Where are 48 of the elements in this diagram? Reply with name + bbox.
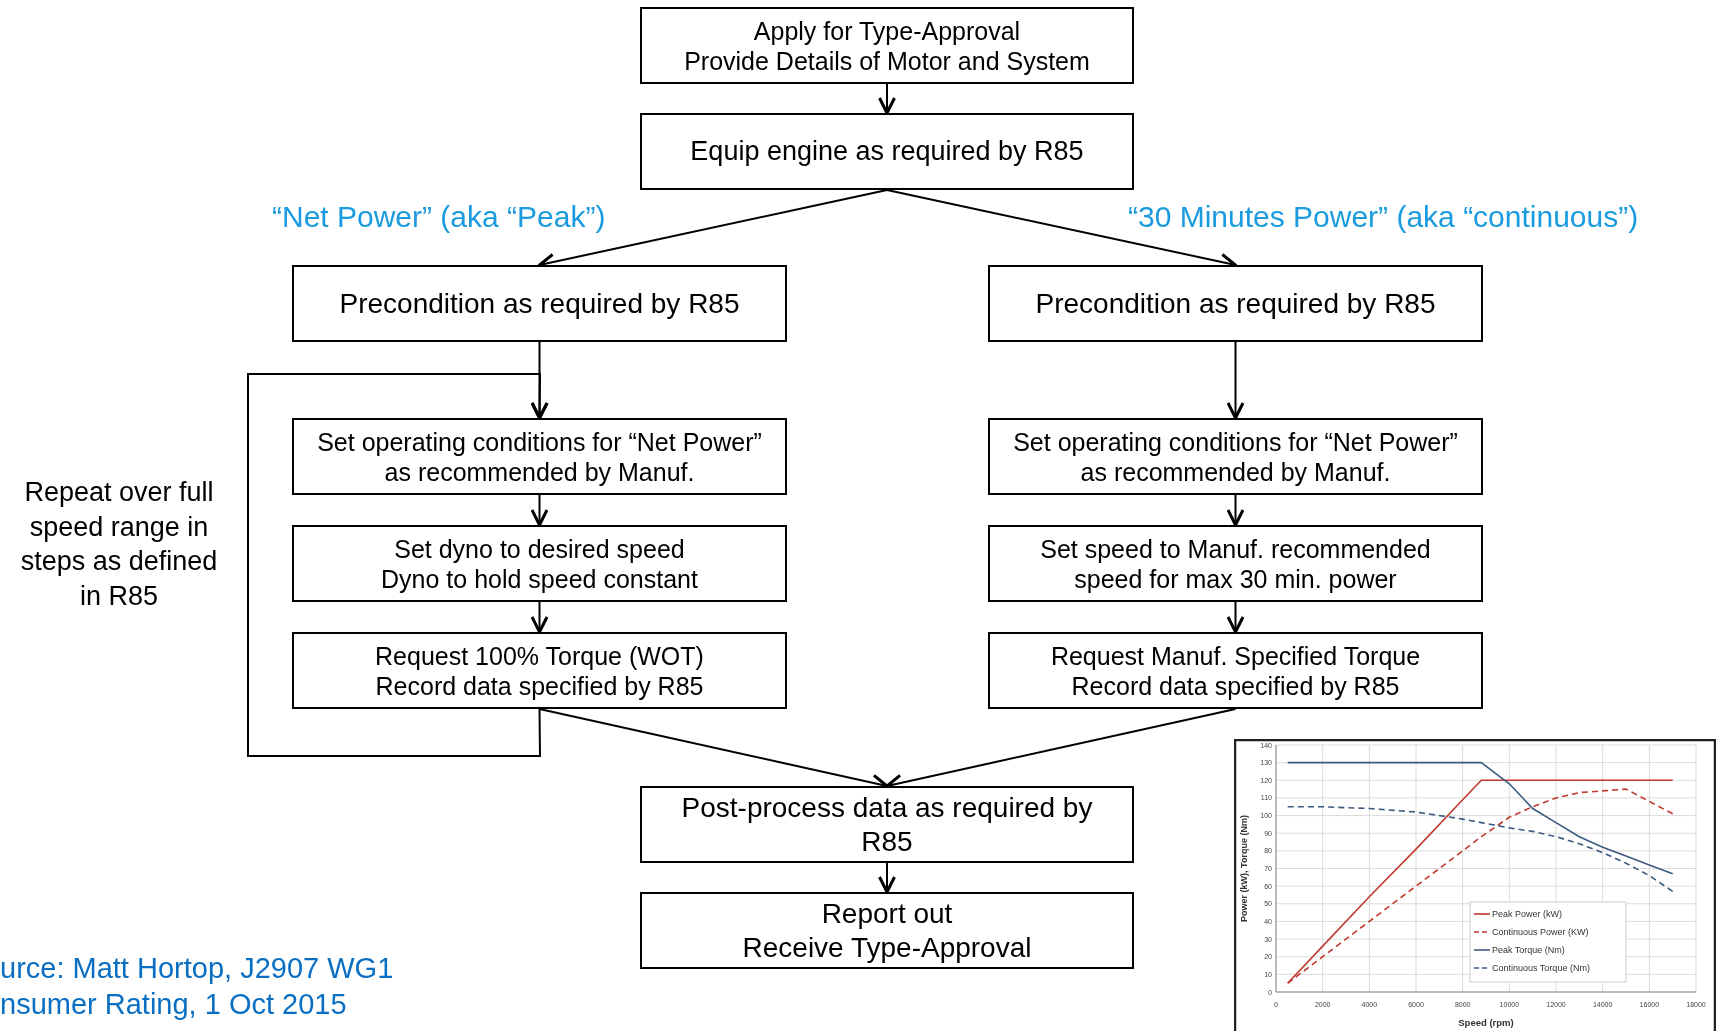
axis-title: Speed (rpm) (1458, 1017, 1514, 1028)
arrow (247, 373, 549, 757)
legend-text: Peak Power (kW) (1492, 909, 1562, 919)
process-box (640, 786, 1134, 863)
box-text: Apply for Type-Approval (753, 15, 1021, 46)
arrow (1226, 601, 1245, 634)
box-text: Set operating conditions for “Net Power” as recommended by Manuf. (1012, 426, 1459, 487)
process-box (988, 265, 1483, 342)
box-text: Precondition as required by R85 (339, 286, 740, 321)
source-note: nsumer Rating, 1 Oct 2015 (0, 988, 347, 1021)
process-box (292, 265, 787, 342)
box-text: Dyno to hold speed constant (381, 563, 698, 594)
arrow (878, 83, 896, 115)
column-heading: “30 Minutes Power” (aka “continuous”) (1128, 200, 1639, 234)
arrow (878, 862, 896, 894)
process-box (292, 525, 787, 602)
arrow (1226, 494, 1245, 527)
arrow (530, 601, 549, 634)
process-box (988, 525, 1483, 602)
box-text: Record data specified by R85 (375, 670, 704, 701)
process-box (640, 892, 1134, 969)
box-text: Request 100% Torque (WOT) (375, 640, 704, 671)
box-text: Report out (821, 896, 953, 931)
box-text: Set operating conditions for “Net Power” as recommended by Manuf. (316, 426, 763, 487)
process-box (292, 418, 787, 495)
box-text: Provide Details of Motor and System (684, 45, 1090, 76)
box-text: Record data specified by R85 (1071, 670, 1400, 701)
box-text: Set speed to Manuf. recommended speed for max 30 min. power (1039, 533, 1432, 594)
process-box (988, 418, 1483, 495)
process-box (640, 7, 1134, 84)
arrow (530, 494, 549, 527)
box-text: Equip engine as required by R85 (690, 135, 1084, 168)
box-text: Post-process data as required by R85 (680, 790, 1094, 859)
column-heading: “Net Power” (aka “Peak”) (272, 200, 606, 234)
process-box (292, 632, 787, 709)
legend-text: Continuous Power (KW) (1492, 927, 1589, 937)
process-box (640, 113, 1134, 190)
box-text: Receive Type-Approval (742, 930, 1032, 965)
axis-title: Power (kW), Torque (Nm) (1239, 815, 1249, 922)
process-box (988, 632, 1483, 709)
legend-text: Continuous Torque (Nm) (1492, 963, 1590, 973)
legend-text: Peak Torque (Nm) (1492, 945, 1565, 955)
arrow (1226, 341, 1245, 420)
box-text: Request Manuf. Specified Torque (1050, 640, 1421, 671)
loop-note: Repeat over full speed range in steps as defined in R85 (19, 476, 219, 613)
box-text: Set dyno to desired speed (394, 533, 685, 564)
box-text: Precondition as required by R85 (1035, 286, 1436, 321)
source-note: urce: Matt Hortop, J2907 WG1 (0, 952, 394, 985)
